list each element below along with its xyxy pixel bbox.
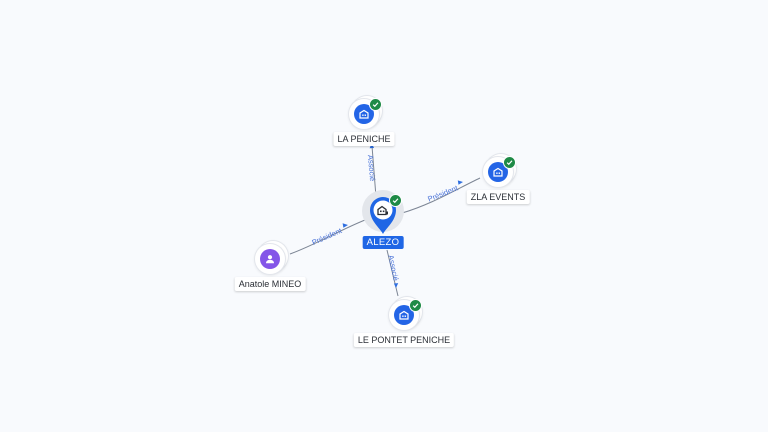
edge-president-anatole-mineo: Président bbox=[289, 219, 366, 255]
company-building-icon bbox=[354, 104, 374, 124]
edge-label-president-anatole-mineo: Président bbox=[310, 226, 343, 247]
node-label-zla-events[interactable]: ZLA EVENTS bbox=[466, 190, 530, 204]
node-label-alezo[interactable]: ALEZO bbox=[362, 236, 404, 249]
edge-label-president-zla-events: Président bbox=[426, 183, 460, 204]
edge-label-associe-la-peniche: Associé bbox=[366, 154, 377, 181]
edge-label-associe-le-pontet-peniche: Associé bbox=[386, 254, 400, 282]
verified-check-icon bbox=[389, 194, 402, 207]
node-label-la-peniche[interactable]: LA PENICHE bbox=[333, 132, 395, 146]
company-building-icon bbox=[394, 305, 414, 325]
person-icon bbox=[260, 249, 280, 269]
company-building-icon bbox=[377, 205, 388, 216]
node-label-anatole-mineo[interactable]: Anatole MINEO bbox=[234, 277, 306, 291]
node-label-le-pontet-peniche[interactable]: LE PONTET PENICHE bbox=[353, 333, 455, 347]
map-pin-marker-icon bbox=[370, 197, 396, 234]
company-building-icon bbox=[488, 162, 508, 182]
verified-check-icon bbox=[503, 156, 516, 169]
edge-associe-la-peniche: Associé bbox=[366, 143, 377, 198]
verified-check-icon bbox=[369, 98, 382, 111]
edge-associe-le-pontet-peniche: Associé bbox=[386, 249, 401, 297]
verified-check-icon bbox=[409, 299, 422, 312]
